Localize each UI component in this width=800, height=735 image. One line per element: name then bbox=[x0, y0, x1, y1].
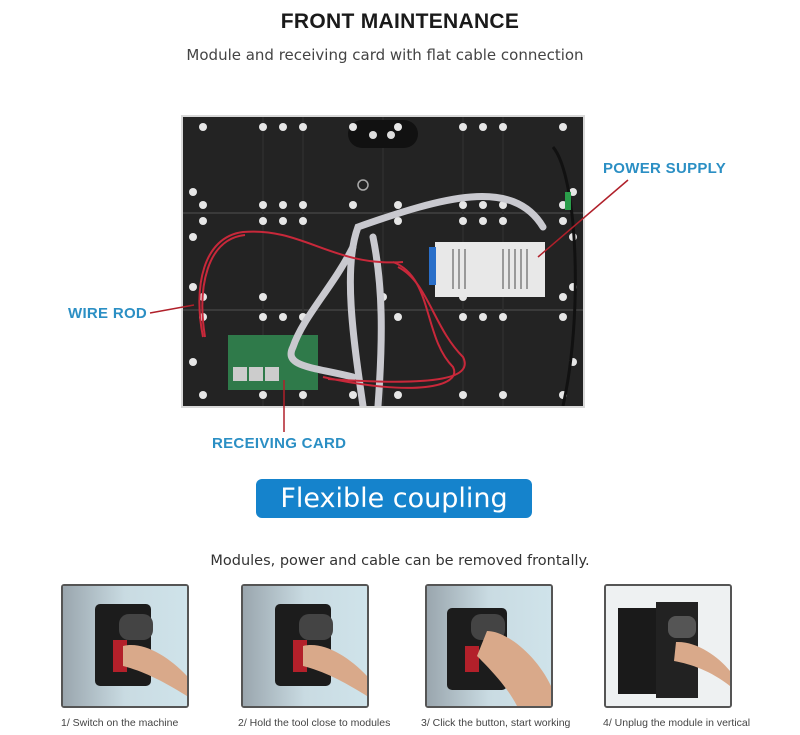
step-4-photo bbox=[604, 584, 732, 708]
receiving-card-callout: RECEIVING CARD bbox=[212, 435, 347, 452]
step-3-photo bbox=[425, 584, 553, 708]
step-4-caption: 4/ Unplug the module in vertical bbox=[603, 717, 751, 729]
page-title: FRONT MAINTENANCE bbox=[280, 10, 520, 33]
step-1-caption: 1/ Switch on the machine bbox=[61, 717, 179, 729]
step-3-caption: 3/ Click the button, start working bbox=[421, 717, 571, 729]
wire-rod-callout: WIRE ROD bbox=[68, 305, 148, 322]
cabinet-illustration bbox=[183, 117, 583, 410]
step-2-caption: 2/ Hold the tool close to modules bbox=[238, 717, 391, 729]
tool-button-press-illustration bbox=[427, 586, 551, 706]
module-unplug-illustration bbox=[606, 586, 730, 706]
cabinet-back-panel-image bbox=[181, 115, 585, 410]
flexible-coupling-banner: Flexible coupling bbox=[256, 479, 532, 518]
steps-intro: Modules, power and cable can be removed … bbox=[210, 553, 590, 569]
tool-on-module-illustration bbox=[63, 586, 187, 706]
power-supply-callout: POWER SUPPLY bbox=[603, 160, 727, 177]
tool-on-module-illustration bbox=[243, 586, 367, 706]
step-1-photo bbox=[61, 584, 189, 708]
step-2-photo bbox=[241, 584, 369, 708]
page-subtitle: Module and receiving card with flat cabl… bbox=[186, 46, 584, 64]
